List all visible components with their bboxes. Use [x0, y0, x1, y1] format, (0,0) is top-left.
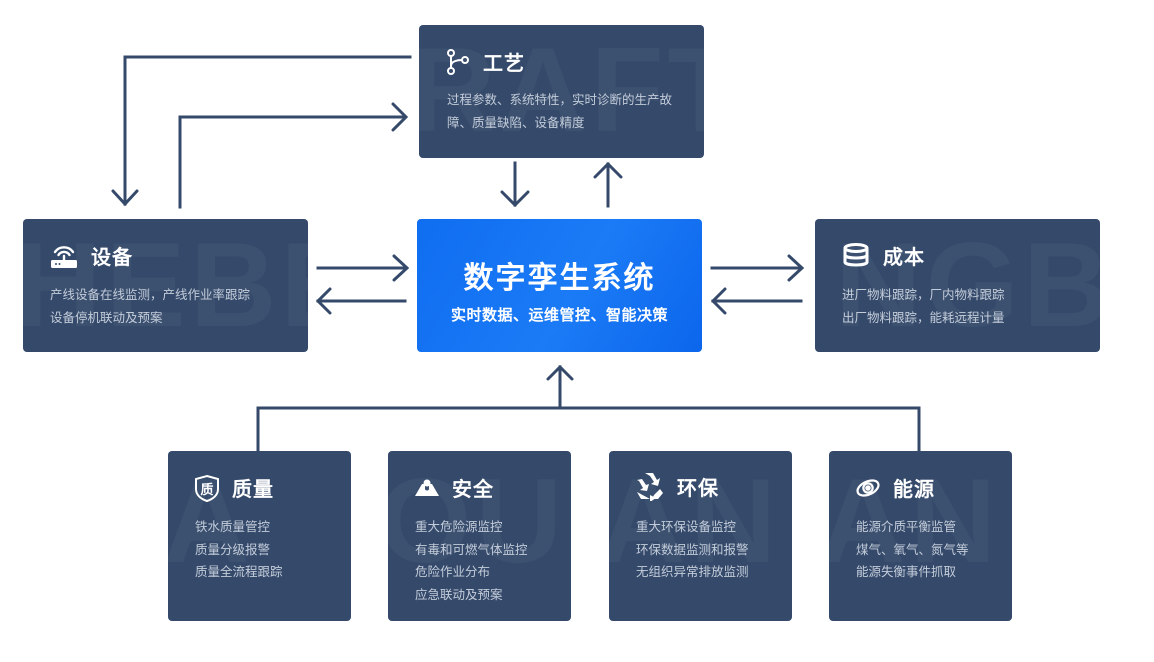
desc-line: 环保数据监测和报警 [636, 541, 749, 557]
arrow-head [315, 287, 332, 315]
arrow-head [787, 254, 805, 282]
desc-line: 无组织异常排放监测 [636, 564, 749, 579]
desc-line: 设备停机联动及预案 [50, 309, 163, 325]
desc-line: 能源介质平衡监管 [856, 519, 957, 534]
desc-line: 出厂物料跟踪，能耗远程计量 [842, 309, 1005, 325]
card-energy[interactable]: AN 能源 能源介质平衡监管 煤气、氧气、氮气等 能源失衡事件抓取 [829, 451, 1012, 621]
card-cost[interactable]: NGB 成本 进厂物料跟踪，厂内物料跟踪 出厂物料跟踪，能耗远程计量 [815, 219, 1100, 352]
bottom-bus [256, 406, 921, 452]
desc-line: 有毒和可燃气体监控 [415, 541, 528, 557]
helmet-icon [414, 475, 440, 501]
card-safety[interactable]: OU 安全 重大危险源监控 有毒和可燃气体监控 危险作业分布 应急联动及预案 [388, 451, 571, 621]
desc-line: 质量全流程跟踪 [195, 564, 283, 579]
card-title: 成本 [883, 245, 925, 269]
arrow-equipment-to-craft [178, 115, 407, 209]
arrow-head [392, 254, 410, 282]
recycle-icon [633, 471, 665, 501]
arrow-head [391, 102, 409, 132]
card-craft[interactable]: RAFT 工艺 过程参数、系统特性，实时诊断的生产故 障、质量缺陷、设备精度 [419, 25, 704, 158]
quality-icon-char: 质 [200, 482, 214, 498]
desc-line: 重大环保设备监控 [636, 519, 737, 534]
desc-line: 进厂物料跟踪，厂内物料跟踪 [842, 287, 1005, 302]
desc-line: 质量分级报警 [195, 541, 271, 557]
core-title: 数字孪生系统 [463, 261, 656, 296]
desc-line: 能源失衡事件抓取 [856, 564, 957, 579]
arrow-head [111, 189, 139, 207]
desc-line: 产线设备在线监测，产线作业率跟踪 [50, 287, 251, 302]
desc-line: 重大危险源监控 [415, 519, 503, 534]
desc-line: 铁水质量管控 [195, 519, 271, 534]
card-environment[interactable]: AN 环保 重大环保设备监控 环保数据监测和报警 无组织异常排放监测 [609, 451, 792, 621]
card-title: 质量 [232, 477, 274, 501]
card-quality[interactable]: A 质 质量 铁水质量管控 质量分级报警 质量全流程跟踪 [168, 451, 351, 621]
desc-line: 应急联动及预案 [415, 586, 503, 602]
quality-shield-icon: 质 [194, 474, 220, 502]
desc-line: 煤气、氧气、氮气等 [856, 541, 969, 557]
router-icon [49, 243, 79, 269]
arrow-head [500, 190, 530, 208]
desc-line: 障、质量缺陷、设备精度 [447, 114, 585, 130]
database-icon [841, 242, 871, 269]
branch-icon [445, 48, 471, 75]
arrow-head [546, 364, 574, 381]
arrow-head [710, 287, 727, 315]
desc-line: 危险作业分布 [415, 564, 491, 579]
arrow-head [593, 161, 623, 179]
arrow-craft-to-equipment [123, 55, 412, 206]
card-title: 能源 [893, 477, 935, 501]
core-digital-twin-system[interactable]: 数字孪生系统 实时数据、运维管控、智能决策 [417, 219, 702, 352]
card-title: 环保 [677, 475, 719, 500]
card-title: 设备 [91, 245, 133, 269]
card-title: 安全 [452, 477, 494, 501]
desc-line: 过程参数、系统特性，实时诊断的生产故 [447, 92, 673, 107]
card-title: 工艺 [483, 51, 525, 75]
card-equipment[interactable]: HEBEI 设备 产线设备在线监测，产线作业率跟踪 设备停机联动及预案 [23, 219, 308, 352]
energy-atom-icon [855, 475, 881, 501]
core-subtitle: 实时数据、运维管控、智能决策 [450, 306, 668, 324]
